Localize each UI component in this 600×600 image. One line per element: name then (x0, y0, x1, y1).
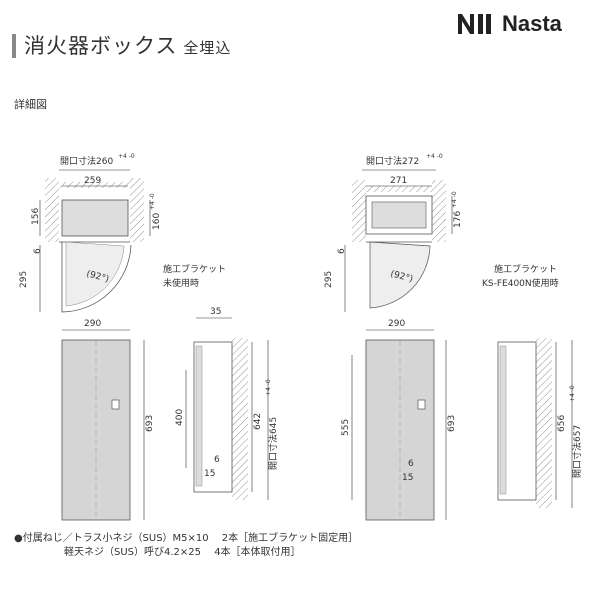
accessory-notes: ●付属ねじ／トラス小ネジ（SUS）M5×10 2本［施工ブラケット固定用］ 軽天… (14, 532, 358, 560)
title-accent-bar (12, 34, 16, 58)
left-inner-width: 259 (84, 176, 101, 186)
left-bracket-note-1: 施工ブラケット (163, 263, 226, 275)
right-gap: 6 (337, 248, 347, 254)
left-depth: 156 (31, 208, 41, 225)
right-front-width: 290 (388, 319, 405, 329)
wall-hatch-right (130, 178, 144, 242)
left-side-small-15: 15 (204, 469, 215, 479)
left-side-door (195, 345, 203, 487)
left-opening-height-tol: +4 -0 (149, 193, 156, 210)
right-plan-view: 開口寸法272 +4 -0 271 176 +4 -0 6 295 (92°) (324, 153, 463, 312)
note-line-2: 軽天ネジ（SUS）呼び4.2×25 4本［本体取付用］ (14, 547, 301, 558)
left-opening-width-label: 開口寸法260 (60, 155, 113, 167)
right-opening-height-tol: +4 -0 (451, 191, 458, 208)
right-opening-height: 176 (453, 211, 463, 228)
left-front-view: 290 693 (61, 319, 155, 521)
right-front-height: 693 (447, 415, 457, 432)
title-main: 消火器ボックス (24, 34, 178, 58)
left-side-opening-tol: +4 -0 (265, 379, 272, 396)
right-side-wall-hatch (536, 338, 552, 508)
left-gap: 6 (33, 248, 43, 254)
left-side-opening-label: 開口寸法645 (267, 417, 279, 470)
right-front-small-6: 6 (408, 459, 414, 469)
left-side-depth: 35 (210, 307, 221, 317)
right-front-view: 290 555 693 6 15 (341, 319, 457, 521)
brand-logo: Nasta (458, 11, 562, 36)
right-door-swing: 295 (324, 271, 334, 288)
right-bracket-note-1: 施工ブラケット (494, 263, 557, 275)
left-door-swing: 295 (19, 271, 29, 288)
left-side-section: 35 400 642 開口寸法645 +4 -0 6 15 (175, 307, 279, 500)
section-label: 詳細図 (14, 98, 47, 111)
nasta-logo-mark-icon (458, 14, 491, 34)
left-side-400: 400 (175, 409, 185, 426)
right-side-door (499, 345, 507, 495)
right-side-656: 656 (557, 415, 567, 432)
note-line-1: ●付属ねじ／トラス小ネジ（SUS）M5×10 2本［施工ブラケット固定用］ (14, 533, 359, 544)
left-front-height: 693 (145, 415, 155, 432)
left-side-642: 642 (253, 413, 263, 430)
r-wall-hatch-left (352, 180, 366, 242)
left-bracket-note-2: 未使用時 (163, 277, 199, 289)
page-title: 消火器ボックス全埋込 (24, 30, 231, 60)
box-body-plan (61, 199, 129, 237)
right-opening-width-label: 開口寸法272 (366, 155, 419, 167)
right-side-555: 555 (341, 419, 351, 436)
left-plan-view: 開口寸法260 +4 -0 259 156 160 +4 -0 6 295 (9… (19, 153, 162, 313)
door-swing-fill (65, 241, 125, 307)
door-swing-arc (61, 242, 132, 313)
r-wall-hatch-right (432, 180, 446, 242)
r-door-swing-arc (369, 241, 431, 309)
right-bracket-note-2: KS-FE400N使用時 (482, 277, 559, 289)
r-wall-hatch-top (366, 186, 432, 192)
wall-hatch-top (59, 182, 130, 188)
left-opening-width-tol: +4 -0 (118, 153, 135, 160)
wall-hatch-left (45, 178, 59, 242)
brand-name: Nasta (502, 11, 562, 36)
left-opening-height: 160 (152, 213, 162, 230)
right-side-opening-tol: +4 -0 (569, 385, 576, 402)
right-opening-width-tol: +4 -0 (426, 153, 443, 160)
right-side-section: 656 開口寸法657 +4 -0 (497, 338, 583, 508)
right-handle-icon (417, 399, 426, 410)
left-front-width: 290 (84, 319, 101, 329)
right-front-small-15: 15 (402, 473, 413, 483)
left-side-wall-hatch (232, 338, 248, 500)
r-box-inner (371, 201, 427, 229)
right-side-opening-label: 開口寸法657 (571, 425, 583, 478)
left-handle-icon (111, 399, 120, 410)
left-side-small-6: 6 (214, 455, 220, 465)
title-subtitle: 全埋込 (183, 39, 232, 57)
right-inner-width: 271 (390, 176, 407, 186)
